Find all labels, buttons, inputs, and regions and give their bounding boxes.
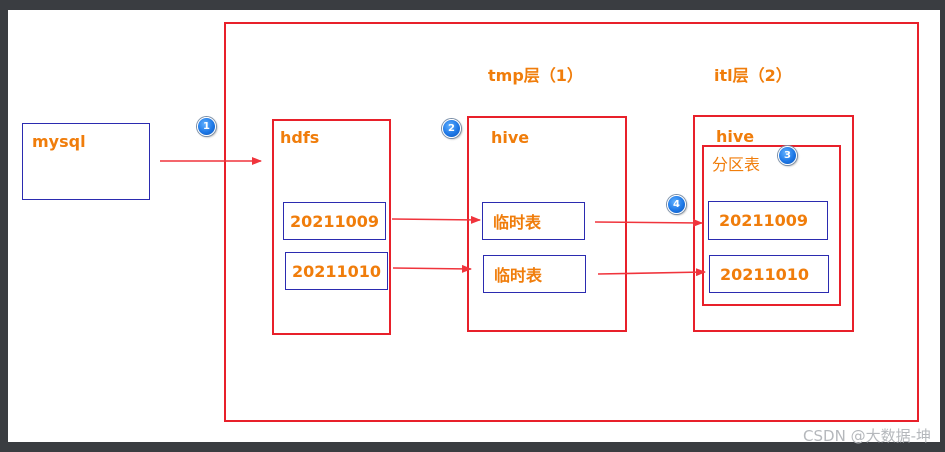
tmp-temp-table-2: 临时表 [483,255,586,293]
partition-table-box [702,145,841,306]
arrow-hdfs2-to-tmp2 [392,264,472,273]
itl-partition-1: 20211009 [708,201,828,240]
arrow-tmp1-to-itl1 [594,218,703,227]
tmp-layer-header: tmp层（1） [488,66,583,85]
tmp-hive-box [467,116,627,332]
cluster-frame [224,22,919,422]
badge-1: 1 [197,117,216,136]
hdfs-label: hdfs [280,128,320,147]
hdfs-partition-2: 20211010 [285,252,388,290]
badge-2: 2 [442,119,461,138]
diagram-canvas: mysql tmp层（1） itl层（2） hdfs 20211009 2021… [8,10,940,442]
itl-hive-label: hive [716,127,755,146]
arrow-tmp2-to-itl2 [597,268,706,277]
partition-table-label: 分区表 [712,155,761,174]
arrow-hdfs1-to-tmp1 [391,215,481,224]
itl-partition-2: 20211010 [709,255,829,293]
mysql-label: mysql [32,132,86,151]
tmp-hive-label: hive [491,128,530,147]
flow-arrows [160,157,706,277]
badge-3: 3 [778,146,797,165]
mysql-box [22,123,150,200]
hdfs-partition-1: 20211009 [283,202,386,240]
watermark: CSDN @大数据-坤 [803,427,931,445]
itl-layer-header: itl层（2） [714,66,792,85]
tmp-temp-table-1: 临时表 [482,202,585,240]
hdfs-box [272,119,391,335]
badge-4: 4 [667,195,686,214]
